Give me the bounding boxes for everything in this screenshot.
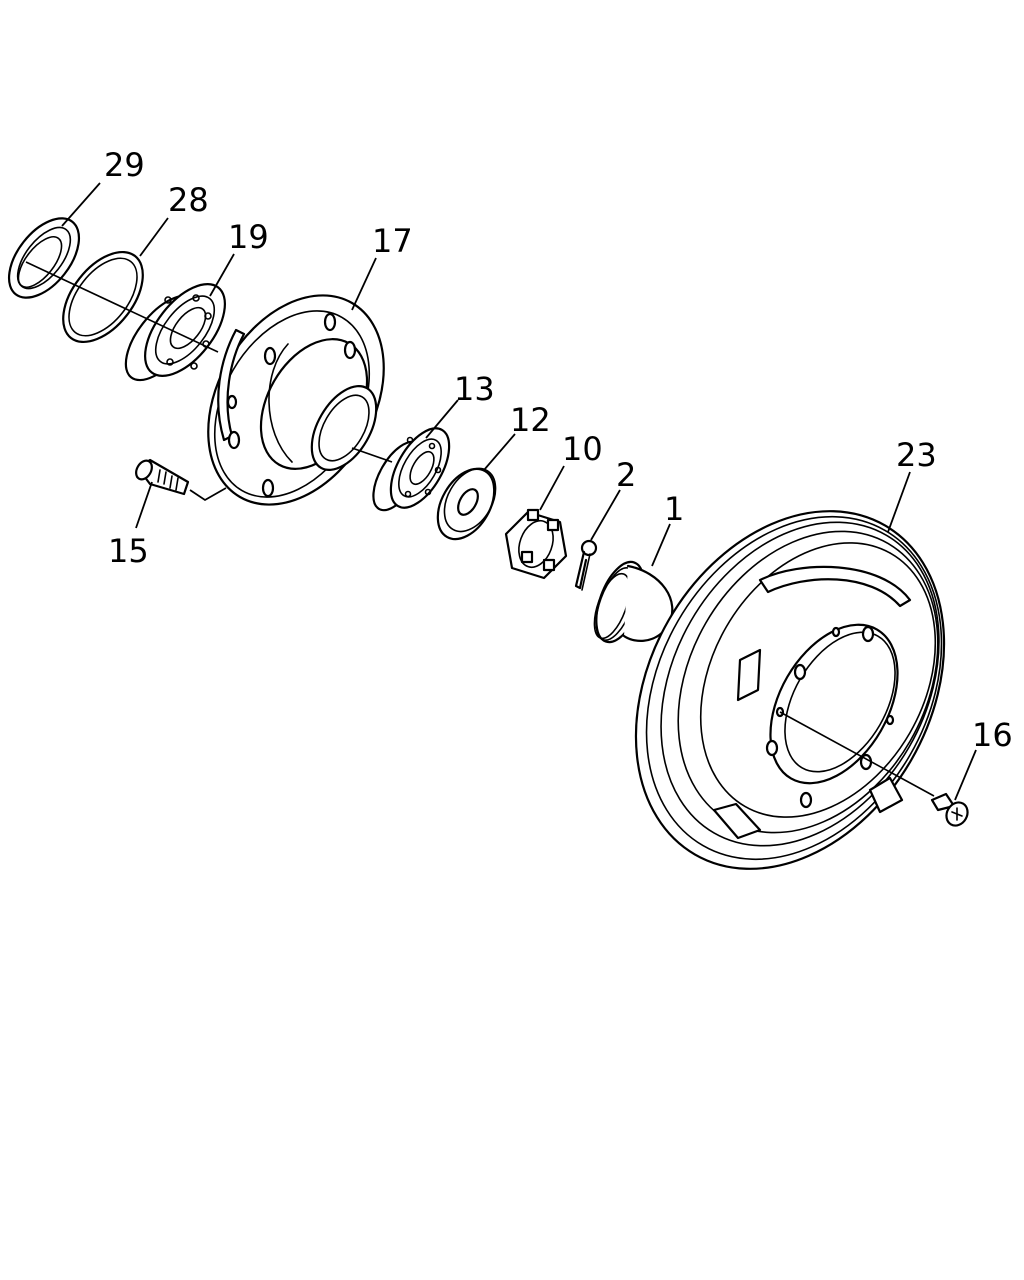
callout-17: 17	[372, 222, 413, 260]
part-28-retaining-ring	[62, 250, 144, 344]
part-10-castle-nut	[504, 508, 568, 580]
callout-10: 10	[562, 430, 603, 468]
part-19-bearing	[124, 282, 227, 382]
callout-16: 16	[972, 716, 1013, 754]
callout-1: 1	[664, 490, 684, 528]
callout-19: 19	[228, 218, 269, 256]
part-23-brake-drum	[634, 510, 946, 870]
part-15-wheel-stud	[135, 458, 227, 502]
part-12-washer	[436, 467, 497, 541]
part-29-seal-ring	[7, 217, 81, 299]
part-13-bearing	[372, 427, 451, 512]
callout-13: 13	[454, 370, 495, 408]
callout-2: 2	[616, 456, 636, 494]
part-17-wheel-hub	[207, 294, 385, 506]
callout-23: 23	[896, 436, 937, 474]
callout-28: 28	[168, 181, 209, 219]
callout-12: 12	[510, 401, 551, 439]
part-1-hub-cap	[593, 560, 674, 644]
part-2-cotter-pin	[574, 539, 598, 591]
callout-29: 29	[104, 146, 145, 184]
callout-leader-lines	[61, 182, 977, 801]
part-16-screw	[930, 792, 969, 827]
callout-15: 15	[108, 532, 149, 570]
callout-labels: 29 28 19 17 13 12 10 2 1 23 16 15	[104, 146, 1013, 754]
